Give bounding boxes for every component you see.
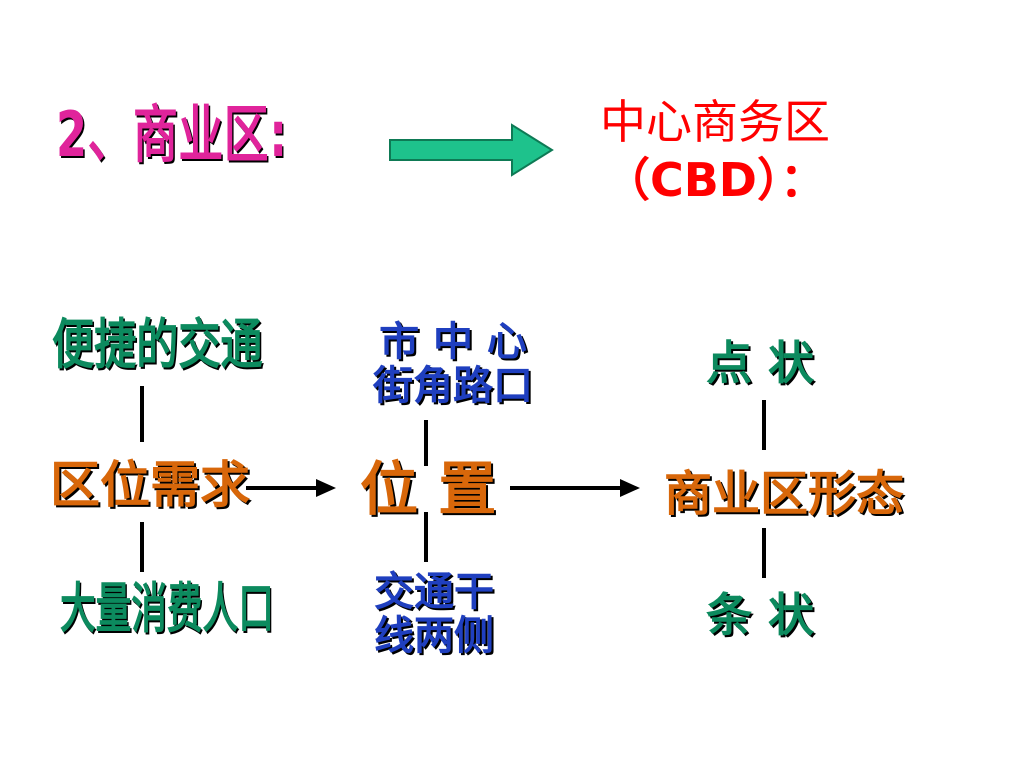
connector-right-bottom	[762, 528, 766, 578]
label-both-sides: 线两侧	[373, 613, 495, 659]
label-city-center-group: 市 中 心 街角路口	[350, 319, 556, 409]
connector-middle-bottom	[424, 512, 428, 562]
cbd-line2: （CBD）：	[603, 152, 826, 207]
cbd-heading: 中心商务区 （CBD）：	[560, 94, 870, 209]
arrow-location-to-form-head	[620, 479, 640, 497]
slide-title: 2、商业区:	[55, 98, 288, 171]
connector-left-top	[140, 386, 144, 442]
label-location-demand: 区位需求	[49, 456, 251, 514]
arrow-need-to-location-head	[316, 479, 336, 497]
label-traffic-artery: 交通干	[373, 569, 495, 615]
cbd-line1: 中心商务区	[600, 95, 830, 149]
label-commercial-district-form: 商业区形态	[663, 466, 905, 522]
label-traffic-arteries-group: 交通干 线两侧	[350, 569, 518, 659]
title-arrow	[389, 123, 554, 177]
connector-right-top	[762, 400, 766, 450]
label-strip-shape: 条 状	[705, 588, 815, 642]
label-street-corner: 街角路口	[372, 363, 534, 409]
label-large-consumer-population: 大量消费人口	[59, 577, 274, 640]
label-city-center: 市 中 心	[378, 319, 528, 365]
connector-left-bottom	[140, 522, 144, 572]
label-convenient-transport: 便捷的交通	[51, 313, 263, 376]
label-location: 位 置	[359, 455, 497, 523]
connector-middle-top	[424, 420, 428, 466]
label-point-shape: 点 状	[705, 336, 815, 390]
